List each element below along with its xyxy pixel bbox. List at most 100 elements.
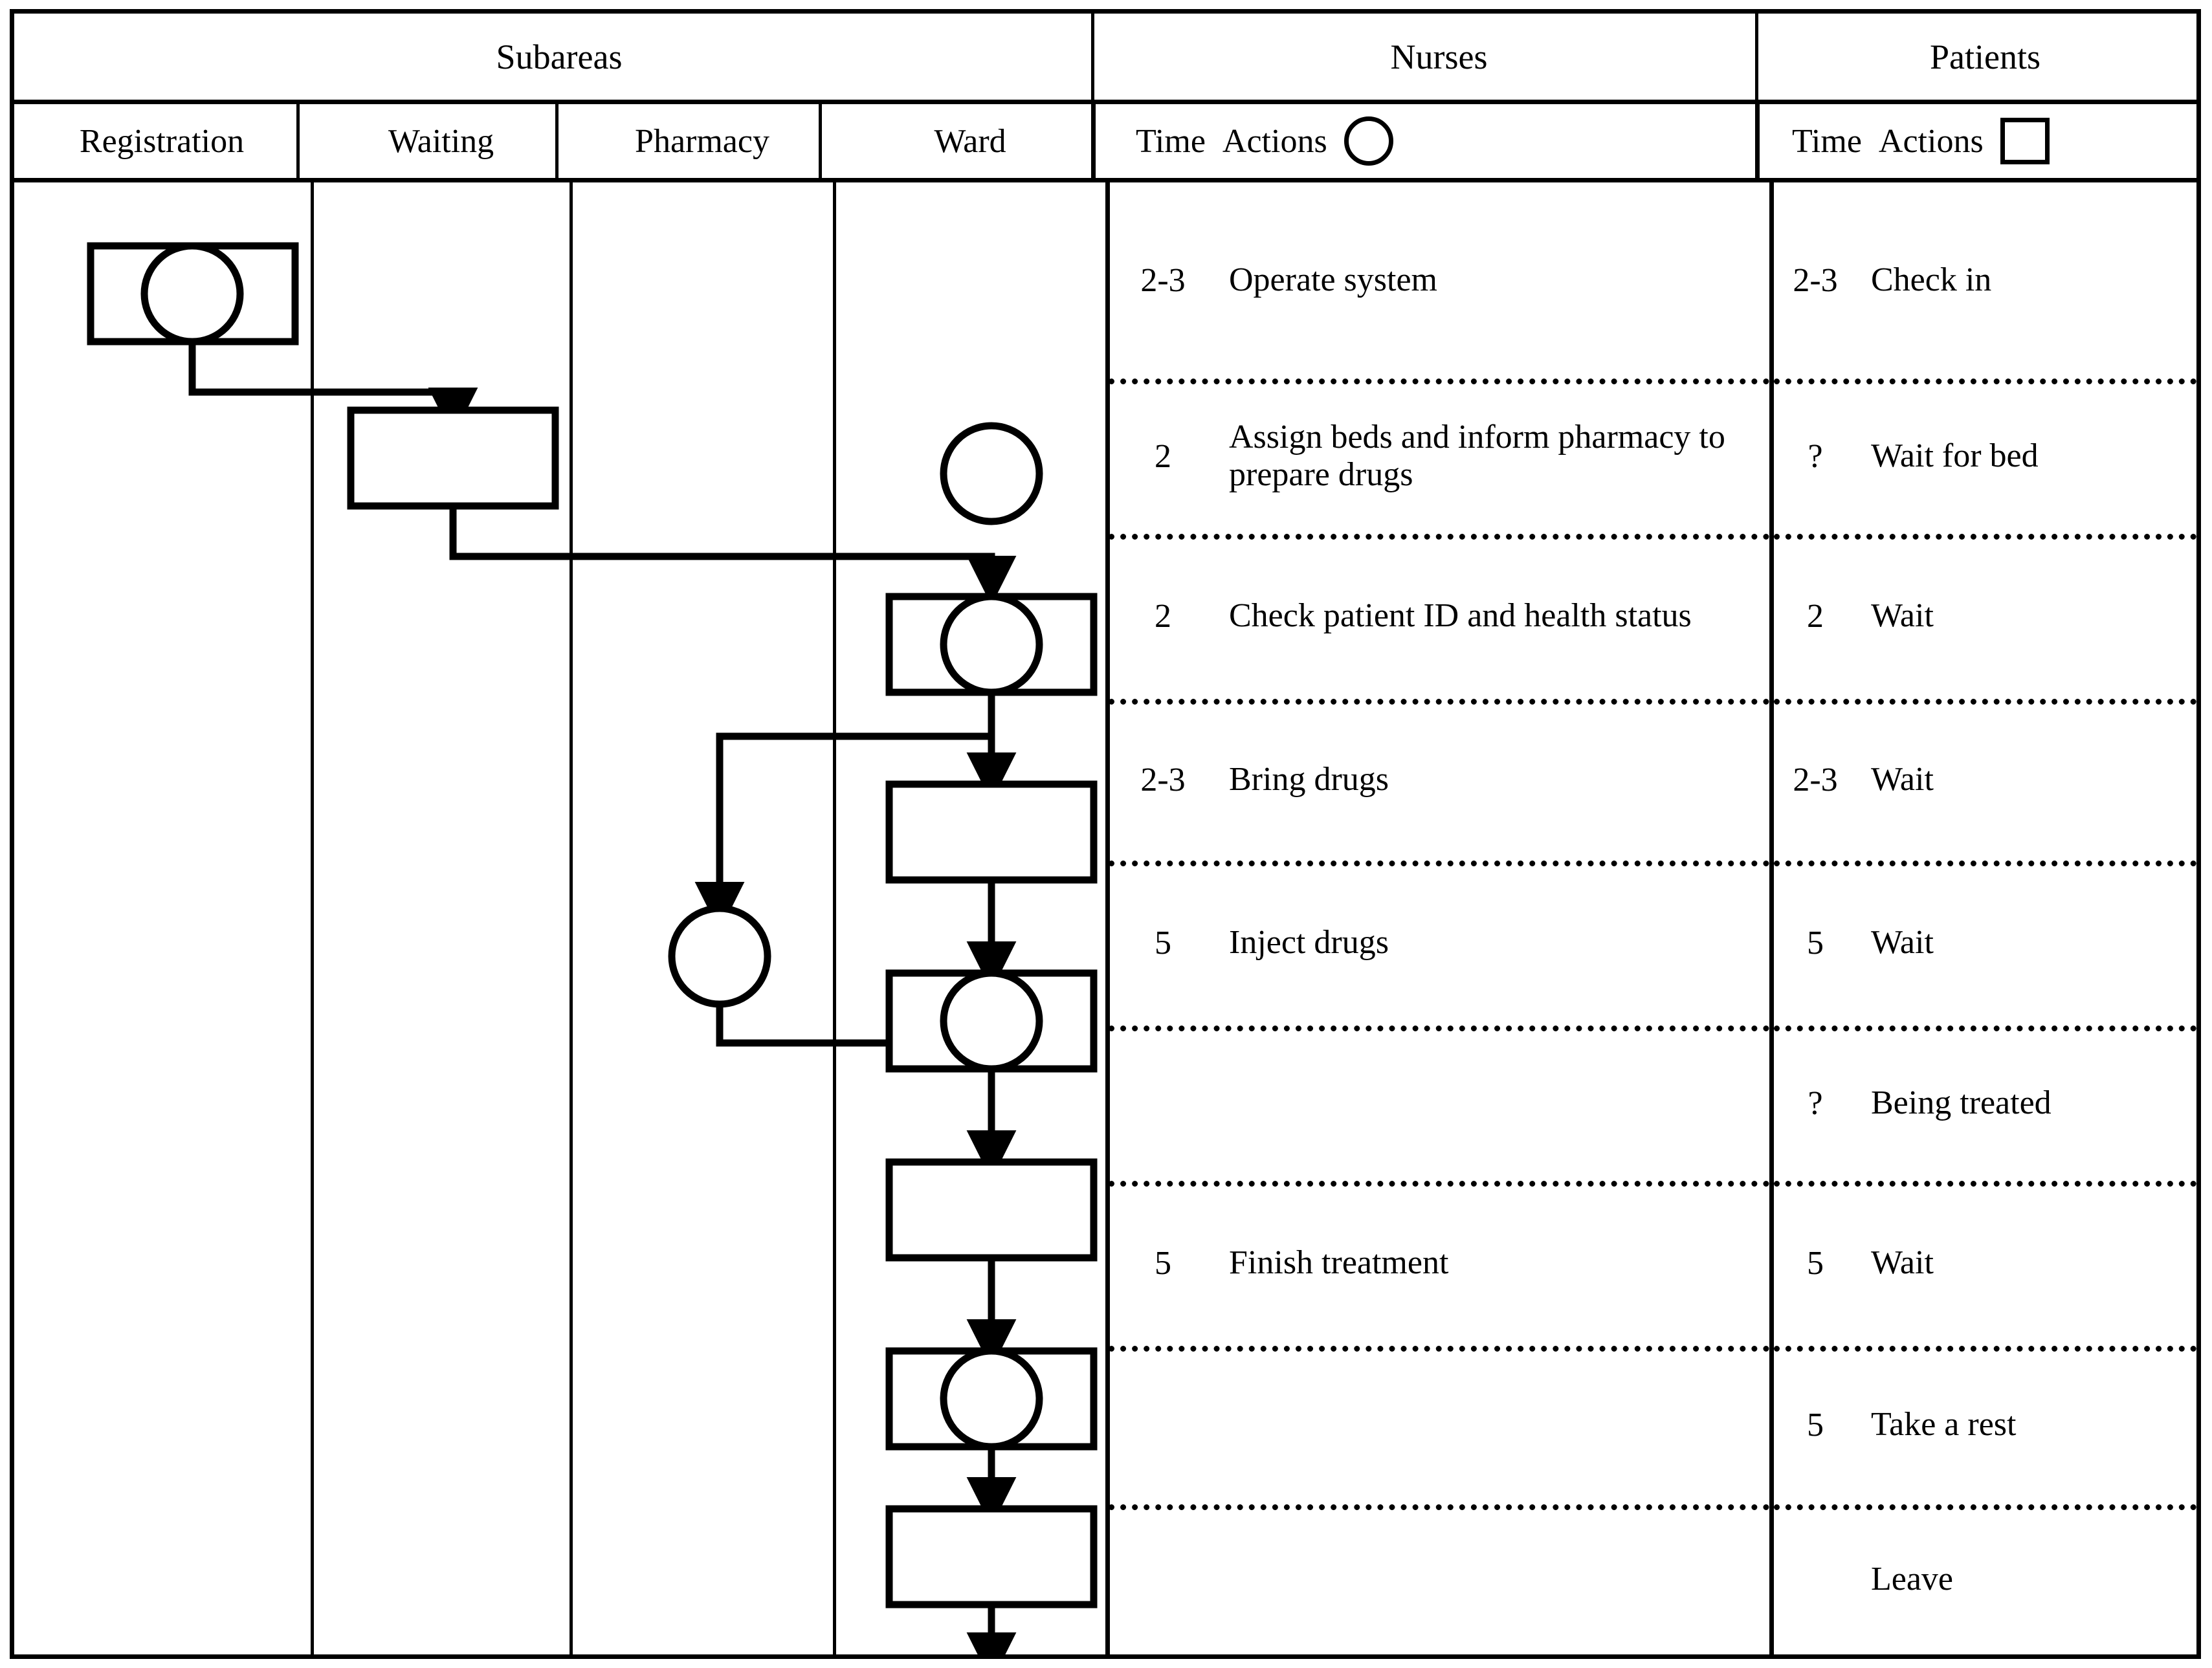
nurses-time-label: Time	[1136, 122, 1206, 160]
divider-subareas-nurses-top	[1091, 14, 1094, 100]
header-rule	[10, 100, 2201, 104]
nurse-row-1-action: Operate system	[1229, 261, 1438, 299]
nurse-divider-2	[1109, 534, 1769, 540]
nurse-row-3-action: Check patient ID and health status	[1229, 597, 1692, 635]
nurse-divider-8	[1109, 1504, 1769, 1510]
pharmacy-node-circle	[668, 905, 771, 1008]
divider-nurses-patients-top	[1755, 14, 1758, 100]
nurse-row-7: 5 Finish treatment	[1109, 1181, 1769, 1346]
ward-node-5-box	[885, 1158, 1098, 1262]
nurse-row-3: 2 Check patient ID and health status	[1109, 534, 1769, 699]
patient-row-2-action: Wait for bed	[1871, 437, 2039, 474]
nurse-row-2-time: 2	[1155, 437, 1171, 475]
patient-row-7-action: Wait	[1871, 1244, 1934, 1282]
patient-row-8-action: Take a rest	[1871, 1406, 2017, 1443]
patient-row-5-time: 5	[1807, 925, 1824, 961]
patient-row-6-time: ?	[1808, 1084, 1823, 1122]
divider-subareas-nurses-hdr	[1091, 104, 1096, 178]
patient-row-3-time: 2	[1807, 598, 1824, 635]
divider-nurses-patients-hdr	[1755, 104, 1760, 178]
divider-pharmacy-ward-hdr	[819, 104, 822, 178]
group-header-nurses: Nurses	[1109, 14, 1769, 100]
column-header-pharmacy: Pharmacy	[573, 104, 832, 178]
patient-row-3-action: Wait	[1871, 597, 1934, 635]
patient-row-8-time: 5	[1807, 1407, 1824, 1443]
ward-node-4-circle	[940, 969, 1043, 1073]
nurse-row-1-time: 2-3	[1140, 262, 1186, 299]
group-header-nurses-label: Nurses	[1390, 37, 1488, 76]
patient-row-4: 2-3 Wait	[1774, 699, 2196, 861]
nurse-circle-legend-icon	[1344, 116, 1393, 166]
nurse-divider-4	[1109, 861, 1769, 866]
nurse-row-4: 2-3 Bring drugs	[1109, 699, 1769, 861]
column-header-pharmacy-label: Pharmacy	[635, 122, 769, 160]
patient-row-3: 2 Wait	[1774, 534, 2196, 699]
ward-node-1-circle	[940, 422, 1043, 525]
patient-row-5-action: Wait	[1871, 924, 1934, 961]
divider-pharmacy-ward	[833, 182, 836, 1654]
divider-subareas-nurses	[1105, 182, 1110, 1654]
group-header-patients: Patients	[1774, 14, 2196, 100]
nurse-divider-7	[1109, 1346, 1769, 1352]
nurse-row-7-time: 5	[1155, 1245, 1171, 1282]
patient-row-7: 5 Wait	[1774, 1181, 2196, 1346]
column-header-patients: Time Actions	[1774, 104, 2196, 178]
patient-divider-5	[1774, 1026, 2196, 1031]
patient-row-7-time: 5	[1807, 1245, 1824, 1282]
table-outer-frame	[10, 9, 2201, 1659]
patient-row-8: 5 Take a rest	[1774, 1346, 2196, 1504]
body-top-rule	[10, 178, 2201, 182]
nurse-row-7-action: Finish treatment	[1229, 1244, 1449, 1282]
patient-flow-diagram	[87, 242, 1098, 1654]
nurse-row-5-time: 5	[1155, 925, 1171, 961]
group-header-subareas-label: Subareas	[496, 37, 623, 76]
divider-waiting-pharmacy-hdr	[555, 104, 559, 178]
divider-nurses-patients	[1769, 182, 1774, 1654]
column-header-row: Registration Waiting Pharmacy Ward Time …	[14, 104, 2196, 178]
nurse-row-9	[1109, 1504, 1769, 1654]
nurses-actions-label: Actions	[1222, 122, 1327, 160]
group-header-row: Subareas Nurses Patients	[14, 14, 2196, 100]
ward-node-7-box	[885, 1505, 1098, 1608]
column-header-waiting-label: Waiting	[388, 122, 494, 160]
patient-rect-legend-icon	[2000, 118, 2050, 164]
patients-time-label: Time	[1792, 122, 1862, 160]
patient-divider-3	[1774, 699, 2196, 705]
patient-row-5: 5 Wait	[1774, 861, 2196, 1026]
column-header-ward-label: Ward	[934, 122, 1006, 160]
ward-node-6-circle	[940, 1347, 1043, 1451]
patient-row-1: 2-3 Check in	[1774, 182, 2196, 379]
nurse-row-3-time: 2	[1155, 598, 1171, 635]
patients-column: 2-3 Check in ? Wait for bed 2 Wait 2-3 W…	[1774, 182, 2196, 1654]
table-body: 2-3 Operate system 2 Assign beds and inf…	[14, 182, 2196, 1654]
patient-row-2: ? Wait for bed	[1774, 379, 2196, 534]
nurse-divider-1	[1109, 379, 1769, 384]
waiting-node-box	[347, 406, 559, 510]
nurse-row-6	[1109, 1026, 1769, 1181]
patient-divider-6	[1774, 1181, 2196, 1187]
nurse-divider-5	[1109, 1026, 1769, 1031]
column-header-registration-label: Registration	[79, 122, 245, 160]
nurse-row-8	[1109, 1346, 1769, 1504]
column-header-ward: Ward	[836, 104, 1104, 178]
patient-divider-8	[1774, 1504, 2196, 1510]
nurse-row-5-action: Inject drugs	[1229, 924, 1389, 961]
edge-registration-to-waiting	[188, 342, 457, 401]
patient-row-4-time: 2-3	[1793, 761, 1838, 798]
patient-row-6: ? Being treated	[1774, 1026, 2196, 1181]
nurse-row-5: 5 Inject drugs	[1109, 861, 1769, 1026]
divider-registration-waiting	[311, 182, 314, 1654]
edge-waiting-to-ward2	[449, 506, 995, 569]
patient-row-4-action: Wait	[1871, 760, 1934, 798]
patient-row-9-action: Leave	[1871, 1560, 1954, 1597]
nurse-row-1: 2-3 Operate system	[1109, 182, 1769, 379]
nurse-divider-3	[1109, 699, 1769, 705]
patient-row-2-time: ?	[1808, 437, 1823, 475]
column-header-registration: Registration	[14, 104, 309, 178]
patient-row-6-action: Being treated	[1871, 1084, 2052, 1121]
nurse-row-2-action: Assign beds and inform pharmacy to prepa…	[1229, 418, 1725, 493]
nurse-row-4-action: Bring drugs	[1229, 760, 1389, 798]
divider-registration-waiting-hdr	[296, 104, 300, 178]
patients-actions-label: Actions	[1878, 122, 1984, 160]
